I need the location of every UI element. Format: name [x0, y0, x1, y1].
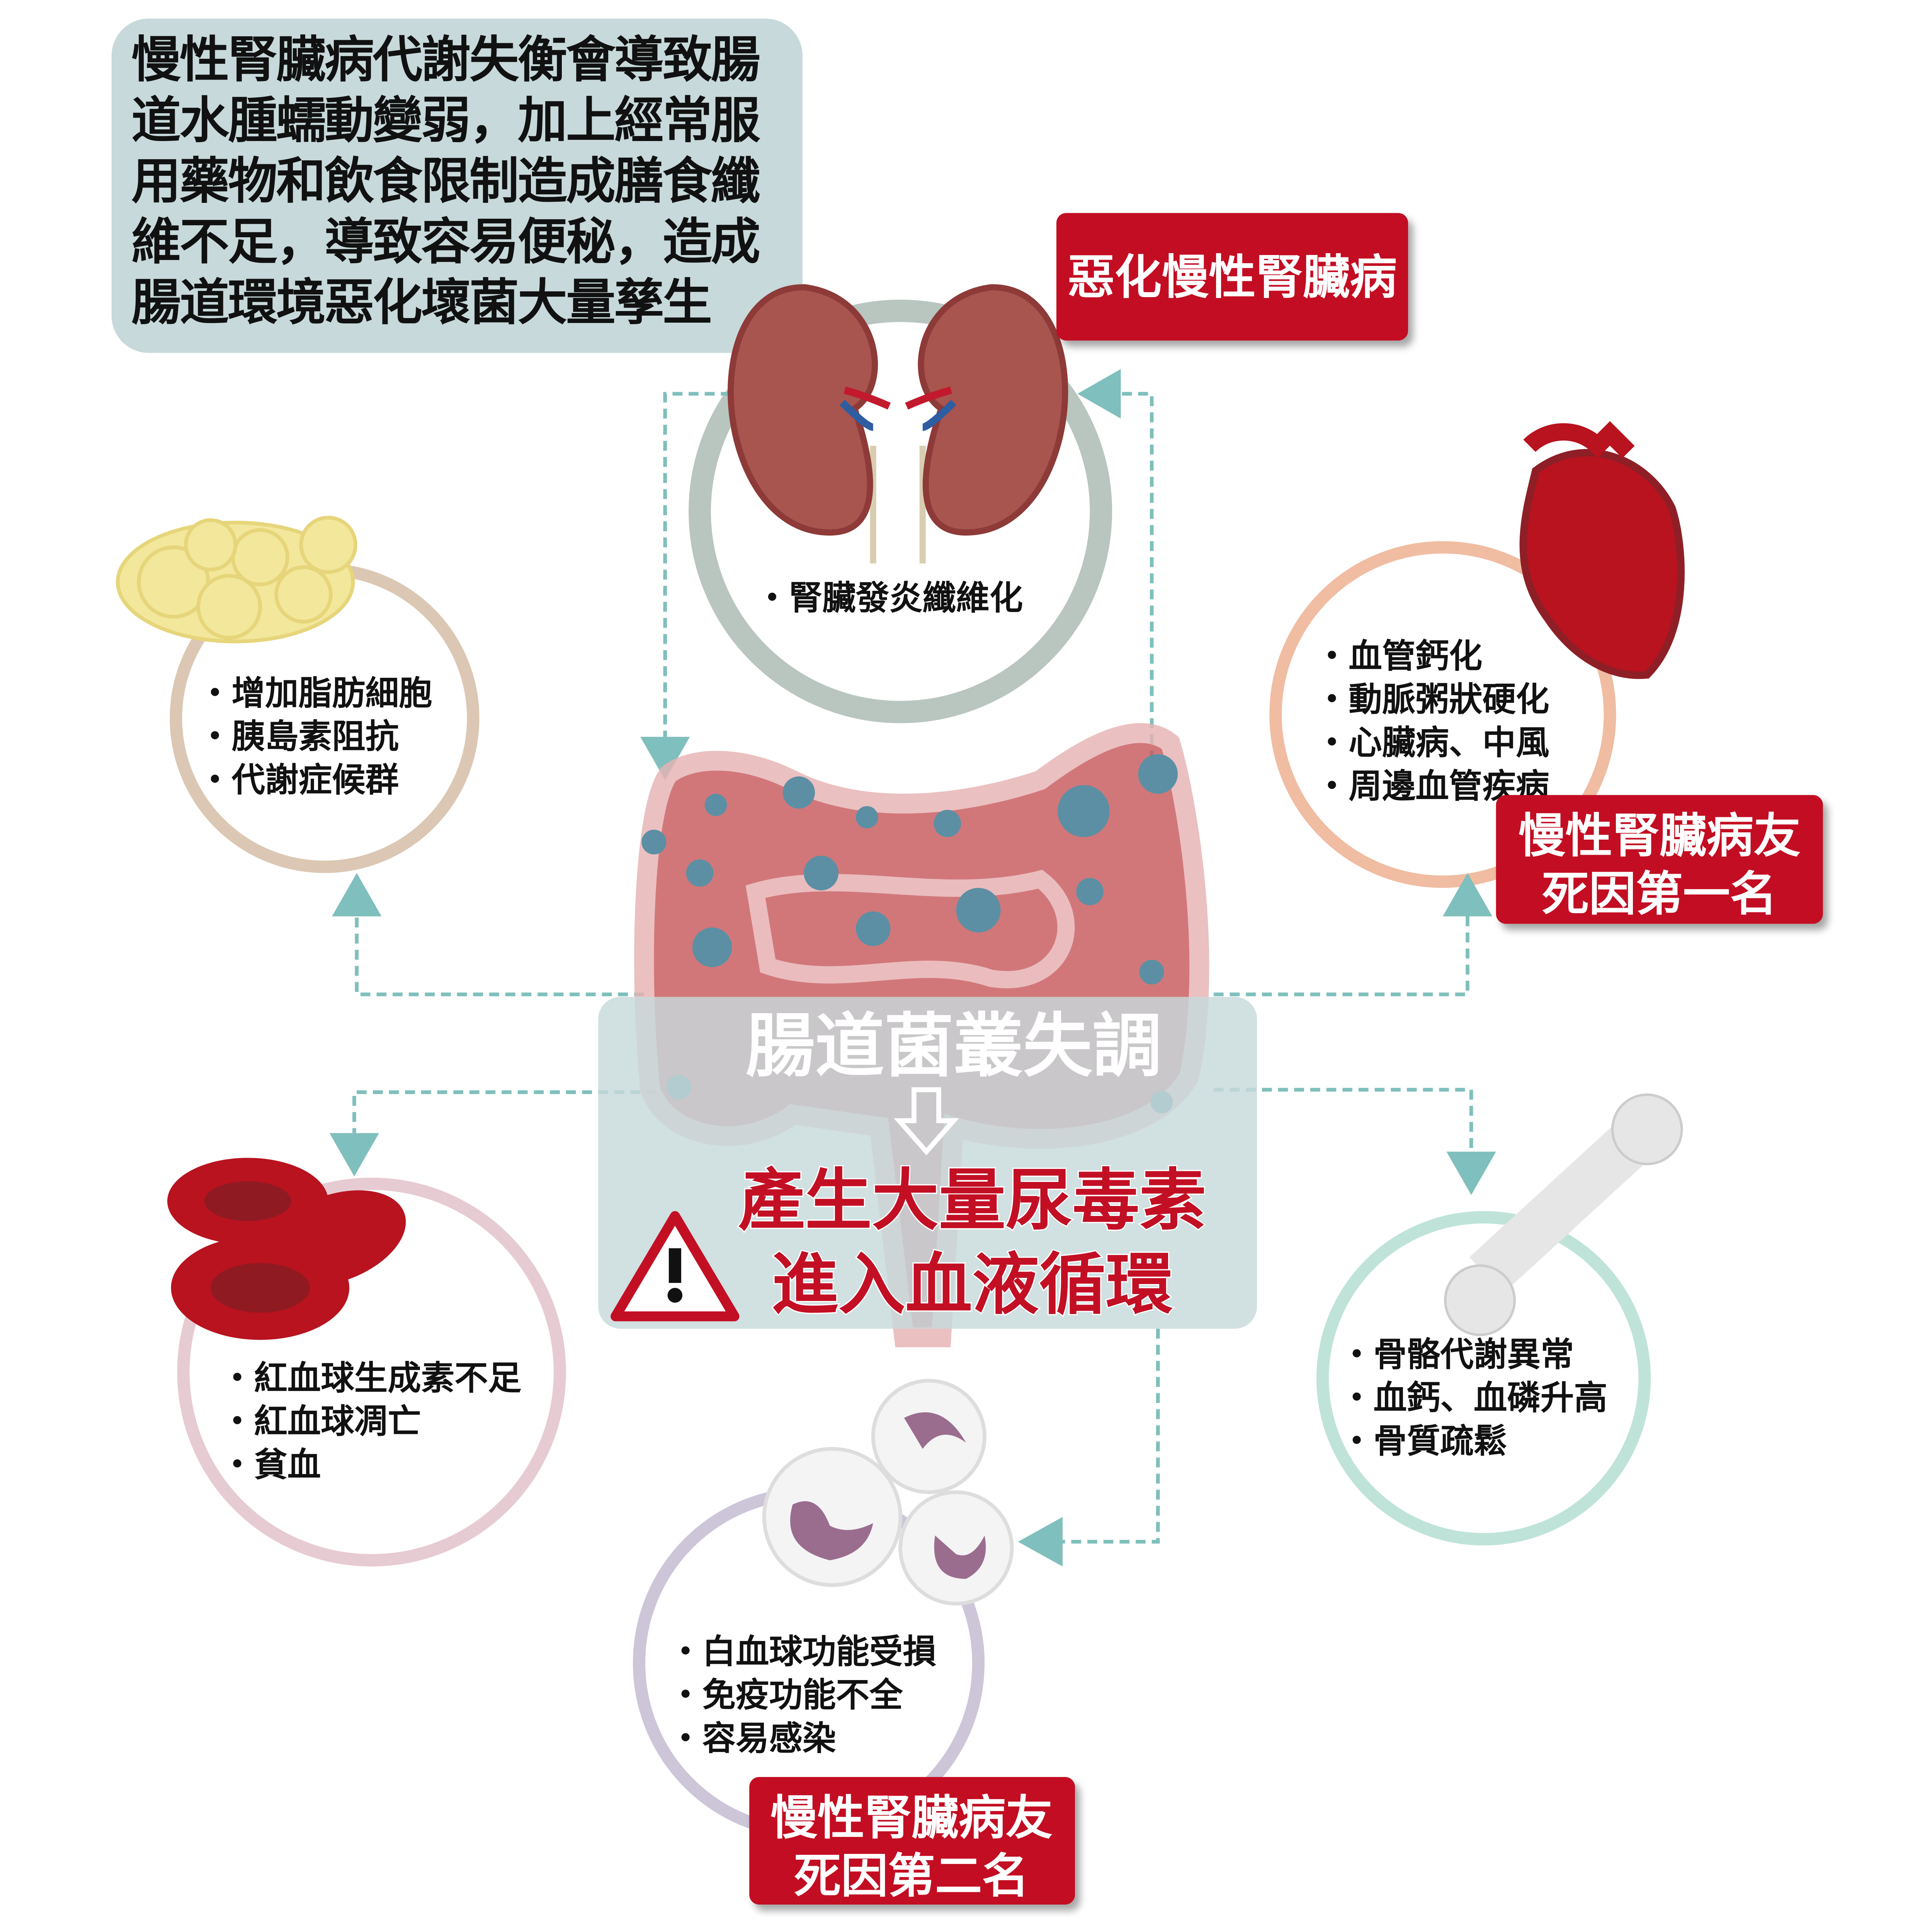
list-item: ・心臟病、中風	[1315, 724, 1549, 762]
result-line: 進入血液循環	[772, 1245, 1173, 1323]
list-item: ・代謝症候群	[198, 761, 399, 799]
list-item: ・胰島素阻抗	[198, 718, 399, 756]
list-item: ・骨質疏鬆	[1340, 1422, 1507, 1461]
heart-illustration	[1519, 421, 1685, 679]
fat-cells-illustration	[116, 515, 357, 643]
intro-line: 道水腫蠕動變弱，加上經常服	[131, 92, 760, 150]
list-item: ・紅血球凋亡	[221, 1402, 421, 1441]
wbc-effects: ・白血球功能受損 ・免疫功能不全 ・容易感染	[669, 1633, 937, 1758]
bone-effects: ・骨骼代謝異常 ・血鈣、血磷升高 ・骨質疏鬆	[1340, 1335, 1607, 1461]
badge-line: 死因第二名	[794, 1849, 1029, 1903]
list-item: ・貧血	[221, 1446, 321, 1484]
list-item: ・容易感染	[669, 1719, 836, 1758]
center-title: 腸道菌叢失調	[746, 1006, 1162, 1087]
list-item: ・腎臟發炎纖維化	[755, 579, 1023, 617]
badge-line: 死因第一名	[1542, 867, 1777, 922]
dashed-connectors	[352, 392, 1473, 1544]
result-line: 產生大量尿毒素	[738, 1161, 1206, 1239]
intro-line: 用藥物和飲食限制造成膳食纖	[131, 153, 760, 210]
bone-circle	[1316, 1211, 1651, 1546]
intro-line: 慢性腎臟病代謝失衡會導致腸	[131, 31, 760, 89]
heart-effects: ・血管鈣化 ・動脈粥狀硬化 ・心臟病、中風 ・周邊血管疾病	[1315, 637, 1549, 806]
list-item: ・紅血球生成素不足	[221, 1359, 522, 1398]
intro-line: 腸道環境惡化壞菌大量孳生	[131, 274, 711, 332]
list-item: ・血鈣、血磷升高	[1340, 1379, 1607, 1417]
wbc-death-cause-badge: 慢性腎臟病友 死因第二名	[749, 1777, 1075, 1905]
list-item: ・動脈粥狀硬化	[1315, 680, 1549, 719]
down-arrow-icon	[893, 1087, 959, 1156]
intro-line: 維不足，導致容易便秘，造成	[131, 213, 760, 271]
badge-text: 惡化慢性腎臟病	[1068, 250, 1397, 305]
arrow-heads	[329, 369, 1496, 1567]
white-blood-cells-illustration	[762, 1379, 1014, 1605]
warning-icon	[611, 1211, 740, 1321]
rbc-effects: ・紅血球生成素不足 ・紅血球凋亡 ・貧血	[221, 1359, 522, 1484]
center-result: 產生大量尿毒素 進入血液循環	[737, 1160, 1208, 1325]
center-panel	[598, 997, 1257, 1329]
kidney-illustration	[728, 284, 1068, 564]
intro-text-box	[111, 19, 803, 353]
bone-illustration	[1444, 1093, 1683, 1336]
list-item: ・增加脂肪細胞	[198, 674, 432, 713]
kidney-effects: ・腎臟發炎纖維化	[755, 579, 1023, 617]
list-item: ・免疫功能不全	[669, 1676, 903, 1714]
kidney-badge: 惡化慢性腎臟病	[1056, 213, 1408, 341]
badge-line: 慢性腎臟病友	[770, 1790, 1053, 1845]
badge-line: 慢性腎臟病友	[1518, 808, 1801, 863]
intro-text: 慢性腎臟病代謝失衡會導致腸 道水腫蠕動變弱，加上經常服 用藥物和飲食限制造成膳食…	[131, 31, 762, 332]
fat-effects: ・增加脂肪細胞 ・胰島素阻抗 ・代謝症候群	[198, 674, 432, 799]
red-blood-cells-illustration	[167, 1158, 406, 1340]
list-item: ・白血球功能受損	[669, 1633, 937, 1671]
list-item: ・骨骼代謝異常	[1340, 1335, 1574, 1374]
list-item: ・血管鈣化	[1315, 637, 1483, 675]
heart-death-cause-badge: 慢性腎臟病友 死因第一名	[1496, 795, 1823, 924]
